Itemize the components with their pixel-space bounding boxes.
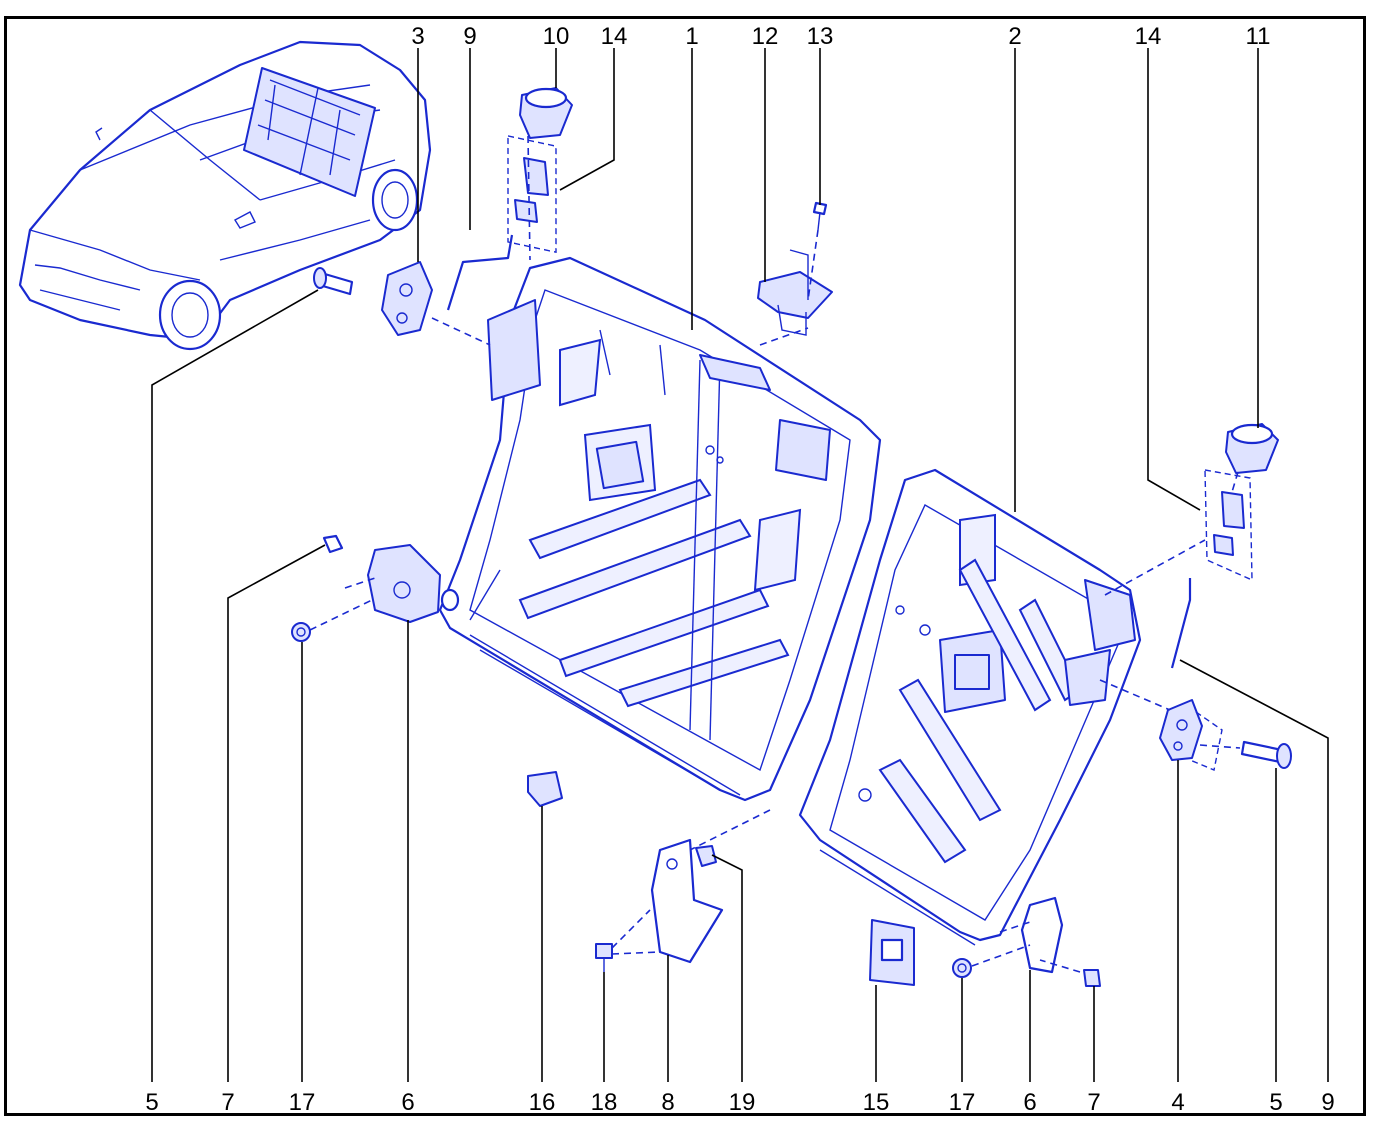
callout-5-right: 5 — [1269, 1089, 1282, 1116]
lower-hinge-left — [367, 544, 460, 623]
headrest-guide-left — [514, 157, 549, 223]
callout-9-bottom: 9 — [1321, 1089, 1334, 1116]
callout-9-top: 9 — [463, 23, 476, 50]
callout-3: 3 — [411, 23, 424, 50]
callout-5-left: 5 — [145, 1089, 158, 1116]
callout-17-right: 17 — [949, 1089, 976, 1116]
clip-16 — [527, 771, 563, 807]
callout-7-left: 7 — [221, 1089, 234, 1116]
callout-11: 11 — [1246, 23, 1271, 50]
assembly-arrows — [309, 135, 1241, 973]
callout-4: 4 — [1171, 1089, 1184, 1116]
callout-10: 10 — [543, 23, 570, 50]
guide-box-left — [507, 135, 557, 254]
callout-12: 12 — [752, 23, 779, 50]
bolt-7-right — [1083, 969, 1101, 987]
screw-13 — [812, 201, 828, 216]
seat-back-frame-large — [438, 256, 882, 802]
callout-labels: 3 9 10 14 1 12 13 2 14 11 5 7 17 6 16 18… — [145, 23, 1334, 1116]
hinge-bracket-right — [1159, 699, 1203, 761]
lower-hinge-right — [1020, 896, 1064, 974]
callout-1: 1 — [685, 23, 698, 50]
bolt-18 — [595, 943, 613, 959]
callout-14-right: 14 — [1135, 23, 1162, 50]
bezel-12 — [757, 249, 833, 336]
bolt-19 — [695, 845, 717, 867]
bolt-7-left — [322, 534, 344, 554]
seat-back-frame-small — [798, 468, 1142, 946]
callout-13: 13 — [807, 23, 834, 50]
callout-17-left: 17 — [289, 1089, 316, 1116]
callout-19: 19 — [729, 1089, 756, 1116]
callout-14-left: 14 — [601, 23, 628, 50]
callout-7-right: 7 — [1087, 1089, 1100, 1116]
callout-16: 16 — [529, 1089, 556, 1116]
car-illustration — [18, 40, 432, 351]
callout-6-left: 6 — [401, 1089, 414, 1116]
guide-box-right — [1204, 469, 1253, 582]
nut-17-right — [952, 958, 972, 978]
latch-15 — [869, 919, 915, 986]
callout-18: 18 — [591, 1089, 618, 1116]
callout-6-right: 6 — [1023, 1089, 1036, 1116]
headrest-guide-right — [1213, 491, 1245, 556]
headrest-guide-cap-11 — [1225, 423, 1279, 474]
callout-15: 15 — [863, 1089, 890, 1116]
pivot-pin-right — [1240, 740, 1292, 769]
pivot-pin-left — [313, 267, 354, 296]
leader-lines — [151, 48, 1329, 1082]
callout-2: 2 — [1008, 23, 1021, 50]
release-rod-left — [446, 234, 514, 311]
release-rod-right — [1170, 578, 1192, 669]
headrest-guide-cap-10 — [519, 87, 573, 139]
hinge-bracket-left — [381, 261, 433, 336]
nut-17-left — [291, 622, 311, 642]
callout-8: 8 — [661, 1089, 674, 1116]
